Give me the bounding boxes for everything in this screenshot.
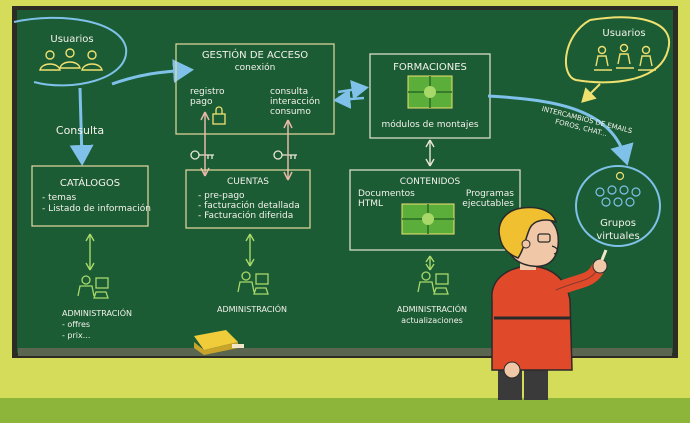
floor	[0, 398, 690, 423]
contenidos-right2: ejecutables	[462, 199, 514, 209]
catalogos-item2: - Listado de información	[42, 203, 151, 214]
grupos-line2: virtuales	[596, 231, 639, 242]
account-admin-arrows	[245, 233, 255, 267]
eraser	[194, 330, 238, 350]
formaciones-title: FORMACIONES	[393, 62, 467, 73]
gestion-pago: pago	[190, 97, 213, 107]
admin-computer-icon-right	[417, 271, 449, 295]
contenidos-right1: Programas	[466, 189, 514, 199]
puzzle-icon	[407, 75, 453, 109]
group-icon	[595, 171, 641, 207]
consulta-arrow	[69, 87, 94, 166]
contenidos-left1: Documentos	[358, 189, 415, 199]
right-users-label: Usuarios	[602, 28, 645, 39]
content-puzzle-icon	[401, 203, 455, 235]
left-users-icon	[39, 48, 103, 71]
admin-computer-icon-mid	[237, 271, 269, 295]
left-users-swirl	[13, 16, 128, 87]
access-account-arrows	[283, 119, 293, 181]
admin-computer-icon-left	[77, 275, 109, 299]
admin-left-line1: ADMINISTRACIÓN	[62, 307, 132, 318]
chalk-tray	[18, 348, 672, 356]
gestion-box	[175, 43, 335, 135]
formaciones-contenidos-arrows	[425, 139, 435, 167]
formaciones-caption: módulos de montajes	[381, 119, 478, 130]
chalk-stick	[232, 344, 244, 348]
teacher-illustration	[491, 206, 608, 400]
key-icon	[190, 150, 297, 160]
right-users-icon	[594, 43, 656, 71]
consulta-label: Consulta	[56, 124, 104, 137]
admin-mid-line1: ADMINISTRACIÓN	[217, 303, 287, 314]
catalogos-item1: - temas	[42, 193, 76, 203]
cuentas-box	[185, 169, 311, 229]
right-users-swirl	[564, 16, 671, 84]
gestion-interaccion: interacción	[270, 96, 320, 107]
admin-left-line3: - prix...	[62, 331, 90, 340]
grupos-line1: Grupos	[600, 218, 636, 229]
exchanges-arrow	[487, 94, 634, 166]
admin-left-line2: - offres	[62, 320, 90, 329]
catalog-admin-arrows	[85, 233, 95, 271]
admin-right-line1: ADMINISTRACIÓN	[397, 303, 467, 314]
lock-icon	[212, 106, 226, 125]
right-users-arrow	[581, 83, 601, 103]
gestion-subtitle: conexión	[235, 62, 276, 73]
cuentas-item2: - facturación detallada	[198, 200, 300, 211]
admin-right-line2: actualizaciones	[401, 316, 463, 325]
cuentas-item1: - pre-pago	[198, 191, 245, 201]
catalogos-box	[31, 165, 149, 227]
gestion-formaciones-arrows	[333, 89, 365, 110]
gestion-consumo: consumo	[270, 107, 311, 117]
catalogos-title: CATÁLOGOS	[60, 176, 120, 189]
left-users-label: Usuarios	[50, 34, 93, 45]
gestion-registro: registro	[190, 87, 225, 97]
gestion-consulta: consulta	[270, 87, 308, 97]
cuentas-item3: - Facturación diferida	[198, 210, 293, 221]
grupos-circle	[575, 165, 661, 247]
content-admin-arrows	[425, 255, 435, 271]
contenidos-title: CONTENIDOS	[400, 177, 461, 187]
users-to-gestion-arrow	[111, 59, 194, 86]
gestion-title: GESTIÓN DE ACCESO	[202, 48, 308, 61]
cuentas-title: CUENTAS	[227, 177, 269, 187]
contenidos-left2: HTML	[358, 199, 383, 209]
